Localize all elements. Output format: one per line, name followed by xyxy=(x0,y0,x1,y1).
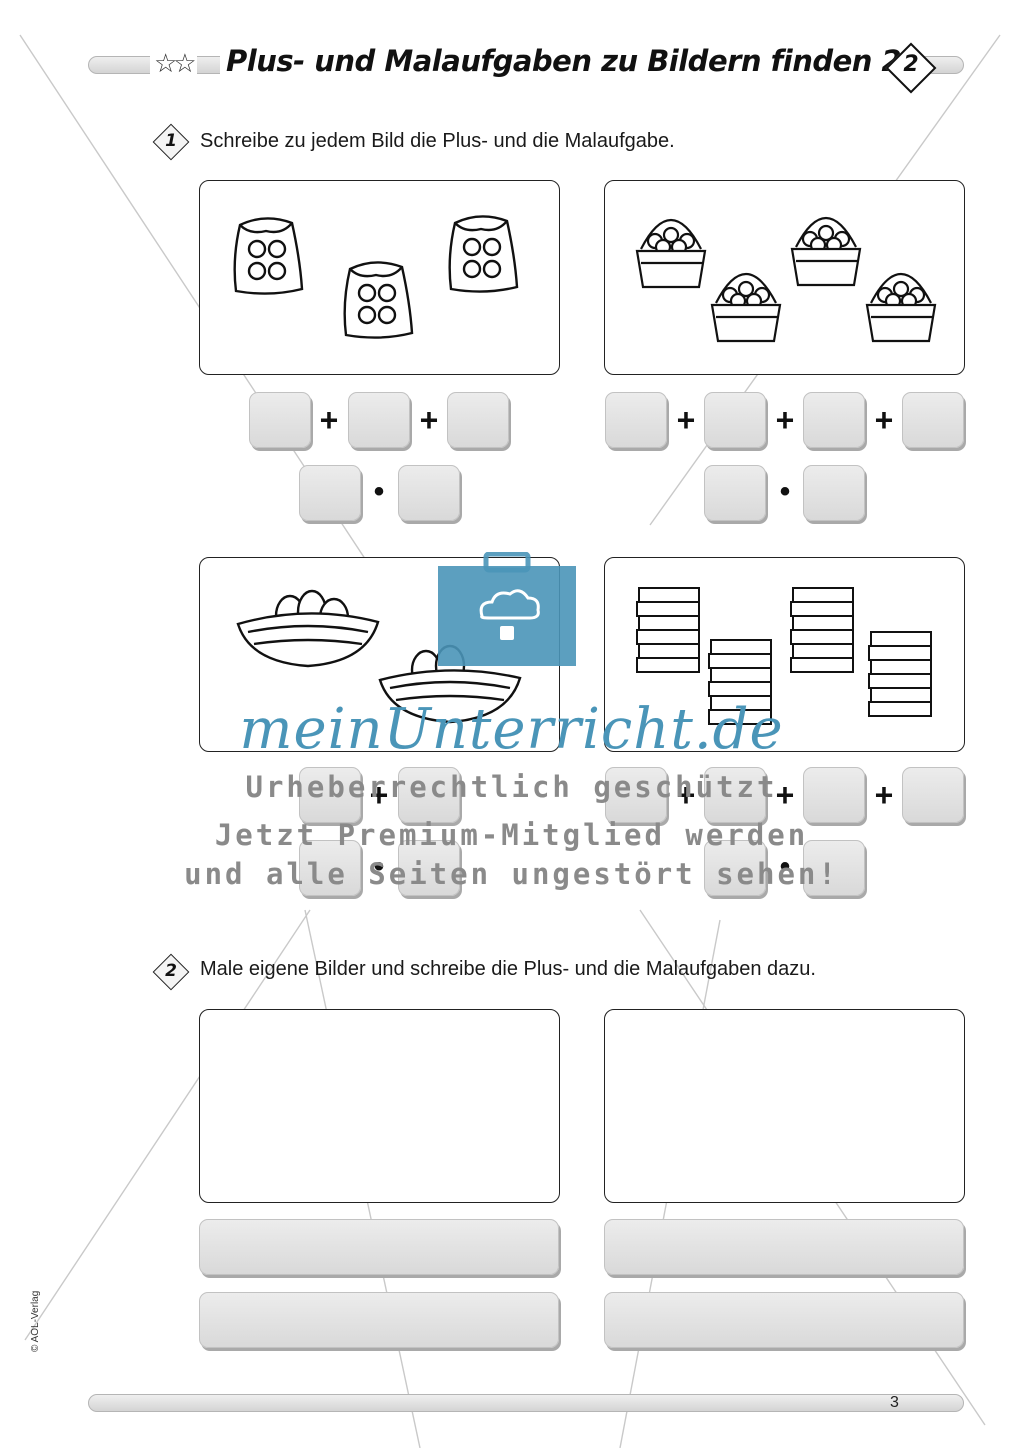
times-sign: • xyxy=(373,850,385,883)
answer-box-books-mul-1[interactable] xyxy=(704,840,766,896)
plus-sign: + xyxy=(874,402,894,438)
answer-line-right-plus[interactable] xyxy=(604,1219,964,1275)
answer-box-nests-add-2[interactable] xyxy=(398,767,460,823)
answer-line-left-plus[interactable] xyxy=(199,1219,559,1275)
answer-box-baskets-add-3[interactable] xyxy=(803,392,865,448)
times-sign: • xyxy=(373,475,385,508)
plus-sign: + xyxy=(874,777,894,813)
answer-box-baskets-mul-1[interactable] xyxy=(704,465,766,521)
drawing-frame-left[interactable] xyxy=(199,1009,560,1203)
task1-number: 1 xyxy=(165,131,177,151)
books-illustration xyxy=(636,587,932,725)
answer-box-baskets-add-2[interactable] xyxy=(704,392,766,448)
answer-box-nests-mul-1[interactable] xyxy=(299,840,361,896)
drawing-frame-right[interactable] xyxy=(604,1009,965,1203)
answer-box-books-add-3[interactable] xyxy=(803,767,865,823)
answer-box-sacks-add-3[interactable] xyxy=(447,392,509,448)
page-title: Plus- und Malaufgaben zu Bildern finden … xyxy=(220,44,908,78)
watermark-brand: meinUnterricht.de xyxy=(239,697,784,762)
picture-frame-sacks xyxy=(199,180,560,375)
plus-sign: + xyxy=(775,777,795,813)
watermark-briefcase-logo xyxy=(438,552,576,666)
times-sign: • xyxy=(779,475,791,508)
answer-box-books-add-4[interactable] xyxy=(902,767,964,823)
plus-sign: + xyxy=(369,777,389,813)
watermark-line-1: Urheberrechtlich geschützt xyxy=(245,770,778,804)
picture-frame-baskets xyxy=(604,180,965,375)
copyright-notice: © AOL-Verlag xyxy=(30,1290,41,1352)
watermark-line-2: Jetzt Premium-Mitglied werden xyxy=(214,818,809,852)
plus-sign: + xyxy=(419,402,439,438)
task1-instruction: Schreibe zu jedem Bild die Plus- und die… xyxy=(200,130,675,152)
answer-box-books-add-1[interactable] xyxy=(605,767,667,823)
footer-bar xyxy=(88,1394,964,1412)
answer-box-books-mul-2[interactable] xyxy=(803,840,865,896)
answer-box-books-add-2[interactable] xyxy=(704,767,766,823)
answer-box-sacks-mul-1[interactable] xyxy=(299,465,361,521)
times-sign: • xyxy=(779,850,791,883)
answer-box-baskets-add-1[interactable] xyxy=(605,392,667,448)
answer-box-baskets-mul-2[interactable] xyxy=(803,465,865,521)
sacks-illustration xyxy=(233,215,519,339)
answer-line-left-times[interactable] xyxy=(199,1292,559,1348)
watermark-line-3: und alle Seiten ungestört sehen! xyxy=(184,857,839,891)
baskets-illustration xyxy=(635,217,937,343)
picture-frame-books xyxy=(604,557,965,752)
plus-sign: + xyxy=(775,402,795,438)
task2-number: 2 xyxy=(165,961,177,981)
plus-sign: + xyxy=(676,402,696,438)
page-number: 3 xyxy=(890,1394,899,1411)
answer-line-right-times[interactable] xyxy=(604,1292,964,1348)
answer-box-sacks-mul-2[interactable] xyxy=(398,465,460,521)
answer-box-sacks-add-1[interactable] xyxy=(249,392,311,448)
task2-instruction: Male eigene Bilder und schreibe die Plus… xyxy=(200,958,816,980)
difficulty-stars: ☆☆ xyxy=(150,48,197,79)
plus-sign: + xyxy=(319,402,339,438)
worksheet-badge-number: 2 xyxy=(903,52,919,77)
answer-box-nests-mul-2[interactable] xyxy=(398,840,460,896)
answer-box-sacks-add-2[interactable] xyxy=(348,392,410,448)
answer-box-nests-add-1[interactable] xyxy=(299,767,361,823)
answer-box-baskets-add-4[interactable] xyxy=(902,392,964,448)
plus-sign: + xyxy=(676,777,696,813)
